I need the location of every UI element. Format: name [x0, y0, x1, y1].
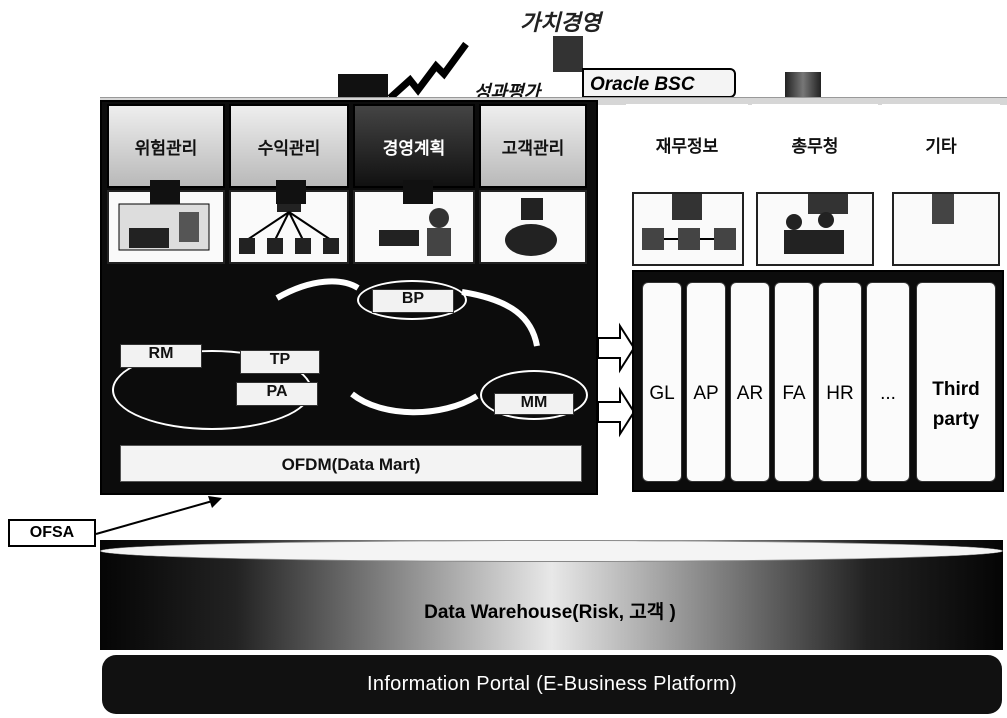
- erp-column-fa: FA: [774, 282, 814, 482]
- erp-column-ap: AP: [686, 282, 726, 482]
- tp-module: TP: [240, 350, 320, 374]
- network-icon: [632, 192, 744, 266]
- growth-chart-icon: [338, 41, 469, 101]
- oracle-bsc-label: Oracle BSC: [582, 68, 736, 98]
- tab-financial-info: 재무정보: [626, 104, 748, 188]
- information-portal-bar: Information Portal (E-Business Platform): [102, 655, 1002, 714]
- data-warehouse-top: [100, 540, 1003, 562]
- bp-module: BP: [372, 289, 454, 313]
- mm-oval: [480, 370, 588, 420]
- bp-oval: [357, 280, 467, 320]
- planning-cycle-diagram: [275, 278, 540, 416]
- tab-general-affairs: 총무청: [752, 104, 878, 188]
- tab-business-planning: 경영계획: [353, 104, 475, 188]
- mm-module: MM: [494, 393, 574, 415]
- erp-column-hr: HR: [818, 282, 862, 482]
- erp-column-more: ...: [866, 282, 910, 482]
- tab-connector-2: [276, 180, 306, 204]
- ofsa-arrow: [95, 496, 222, 535]
- data-warehouse-label: Data Warehouse(Risk, 고객 ): [424, 602, 676, 623]
- people-icon: [756, 192, 874, 266]
- value-management-title: 가치경영: [520, 10, 601, 35]
- meeting-icon: [353, 190, 475, 264]
- pa-module: PA: [236, 382, 318, 406]
- ofsa-label: OFSA: [8, 519, 96, 547]
- tab-connector-3: [403, 180, 433, 204]
- ofdm-data-mart: OFDM(Data Mart): [120, 445, 582, 482]
- panel-arrows: [597, 322, 636, 438]
- tab-others: 기타: [882, 104, 1000, 188]
- erp-column-gl: GL: [642, 282, 682, 482]
- erp-column-ar: AR: [730, 282, 770, 482]
- tab-risk-management: 위험관리: [107, 104, 225, 188]
- tab-connector-1: [150, 180, 180, 204]
- globe-icon: [479, 190, 587, 264]
- tab-customer-management: 고객관리: [479, 104, 587, 188]
- tab-profit-management: 수익관리: [229, 104, 349, 188]
- org-tree-icon: [229, 190, 349, 264]
- others-icon: [892, 192, 1000, 266]
- top-connector: [553, 36, 583, 72]
- rm-module: RM: [120, 344, 202, 368]
